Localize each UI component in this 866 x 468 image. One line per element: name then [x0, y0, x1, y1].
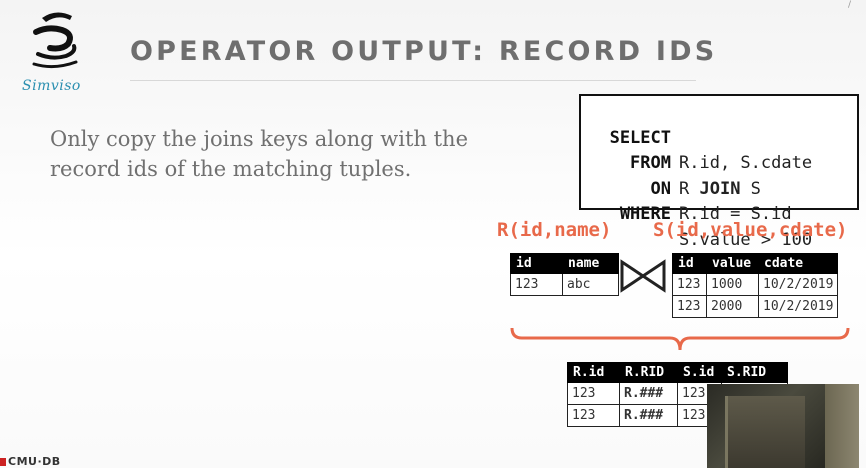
simviso-logo-icon: [32, 12, 78, 69]
title-divider: [130, 80, 696, 81]
column-header: value: [706, 253, 759, 274]
relation-r-table: id name 123 abc: [510, 253, 619, 296]
sql-clause: R JOIN S: [679, 177, 761, 203]
cmu-logo-icon: [0, 458, 6, 466]
column-header: S.id: [677, 362, 722, 383]
slide-title: OPERATOR OUTPUT: RECORD IDS: [130, 36, 718, 67]
sql-line-select: SELECT R.id, S.cdate: [581, 100, 857, 174]
table-cell: 10/2/2019: [757, 273, 839, 296]
table-row: 123 2000 10/2/2019: [672, 295, 839, 318]
relation-s-label: S(id,value,cdate): [653, 219, 848, 241]
record-id-cell: R.###: [619, 382, 678, 405]
table-row: 123 1000 10/2/2019: [672, 273, 839, 296]
column-header: name: [562, 253, 619, 274]
join-bowtie-icon: [620, 259, 666, 293]
footer-text: CMU·DB: [8, 455, 61, 468]
table-cell: 2000: [706, 295, 759, 318]
sql-keyword: ON: [650, 178, 671, 199]
corner-mark: /: [848, 0, 852, 10]
table-cell: 1000: [706, 273, 759, 296]
column-header: S.RID: [721, 362, 788, 383]
output-brace-icon: [510, 327, 850, 351]
video-scene-door: [725, 396, 805, 468]
sql-line-on: ON R.id = S.id: [581, 151, 857, 225]
relation-s-table: id value cdate 123 1000 10/2/2019 123 20…: [672, 253, 839, 318]
sql-keyword: SELECT: [609, 127, 671, 148]
table-cell: 10/2/2019: [757, 295, 839, 318]
table-cell: 123: [672, 295, 707, 318]
sql-clause: R.id = S.id: [679, 204, 792, 224]
column-header: cdate: [757, 253, 839, 274]
table-cell: 123: [567, 382, 620, 405]
bullet-text: Only copy the joins keys along with the …: [50, 127, 469, 181]
table-cell: 123: [567, 404, 620, 427]
table-cell: 123: [672, 273, 707, 296]
sql-line-where: WHERE S.value > 100: [581, 177, 857, 250]
table-cell: abc: [562, 273, 619, 296]
column-header: id: [672, 253, 707, 274]
relation-r-label: R(id,name): [497, 219, 612, 241]
cmu-db-footer: CMU·DB: [0, 455, 61, 468]
column-header: id: [510, 253, 563, 274]
sql-clause-part: S: [740, 178, 761, 199]
sql-clause-part: R: [679, 178, 700, 199]
table-row: 123 abc: [510, 273, 619, 296]
sql-query-box: SELECT R.id, S.cdate FROM R JOIN S ON R.…: [579, 94, 859, 250]
column-header: R.id: [567, 362, 620, 383]
sql-clause: R.id, S.cdate: [679, 153, 813, 173]
video-scene-light: [825, 384, 859, 468]
table-cell: 123: [510, 273, 563, 296]
sql-keyword: WHERE: [619, 204, 671, 224]
column-header: R.RID: [619, 362, 678, 383]
sql-clause: S.value > 100: [679, 229, 813, 250]
webcam-video-overlay: [707, 384, 859, 468]
record-id-cell: R.###: [619, 404, 678, 427]
simviso-logo: Simviso: [20, 8, 90, 100]
sql-join-keyword: JOIN: [699, 178, 741, 199]
sql-keyword: FROM: [630, 153, 671, 173]
logo-text: Simviso: [22, 78, 81, 94]
sql-line-from: FROM R JOIN S: [581, 126, 857, 199]
